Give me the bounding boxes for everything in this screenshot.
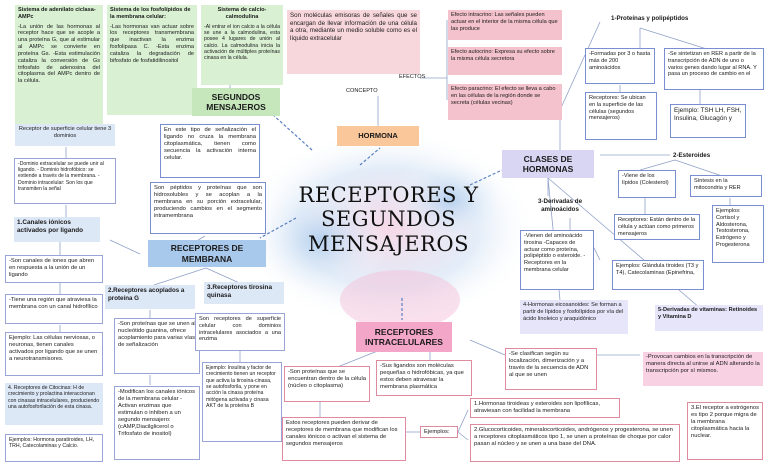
main-title: RECEPTORES Y SEGUNDOS MENSAJEROS bbox=[298, 183, 479, 256]
fosfolipidos-box: Sistema de los fosfolípidos de la membra… bbox=[107, 5, 197, 115]
efecto-intracrino: Efecto intracrino: Las señales pueden ac… bbox=[448, 10, 562, 40]
intra-clasificacion: -Se clasifican según su localización, di… bbox=[505, 348, 597, 390]
canales-ionicos-title: 1.Canales iónicos activados por ligando bbox=[14, 217, 100, 242]
citocinas: 4. Receptores de Citocinas: H de crecimi… bbox=[5, 383, 103, 425]
receptores-membrana-node: RECEPTORES DE MEMBRANA bbox=[148, 240, 266, 267]
proteinas-receptores: Receptores: Se ubican en la superficie d… bbox=[585, 92, 657, 140]
esteroides-lipidos: -Viene de los lípidos (Colesterol) bbox=[618, 170, 676, 198]
calcio-text: -Al entrar el ion calcio a la célula se … bbox=[204, 23, 280, 62]
aminoacidos-title: 3-Derivadas de aminoácidos bbox=[537, 198, 583, 213]
intra-derivacion: Estos receptores pueden derivar de recep… bbox=[282, 417, 406, 461]
adenilato-title: Sistema de adenilato ciclasa-AMPc bbox=[18, 7, 96, 20]
intra-ejemplo-2: 2.Glucocorticoides, mineralocorticoides,… bbox=[470, 424, 680, 462]
tirosina-def: Son receptores de superficie celular con… bbox=[195, 313, 285, 351]
proteinas-title: 1-Proteínas y polipéptidos bbox=[611, 15, 689, 22]
canales-ionicos-ejemplo: Ejemplo: Las células nerviosas, o neuron… bbox=[5, 332, 103, 376]
proteinas-ejemplo: Ejemplo: TSH LH, FSH, Insulina, Glucagón… bbox=[670, 104, 746, 138]
peptidos-hidrosolubles: Son péptidos y proteínas que son hidroso… bbox=[150, 182, 266, 234]
efectos-label: EFECTOS bbox=[399, 74, 426, 80]
efecto-autocrino: Efecto autocrino: Expresa su efecto sobr… bbox=[448, 47, 562, 75]
hormona-definition: Son moléculas emisoras de señales que se… bbox=[287, 10, 420, 74]
calcio-box: Sistema de calcio-calmodulina -Al entrar… bbox=[201, 5, 283, 85]
aminoacidos-texto: -Vienen del aminoácido tirosina -Capaces… bbox=[520, 230, 594, 290]
adenilato-text: -La unión de las hormonas al receptor ha… bbox=[18, 23, 100, 85]
intra-ejemplo-3: 3.El receptor a estrógenos es tipo 2 por… bbox=[687, 402, 763, 460]
vitaminas: 5-Derivadas de vitaminas: Retinoides y V… bbox=[655, 305, 763, 331]
esteroides-receptores: Receptores: Están dentro de la célula y … bbox=[614, 214, 700, 240]
dominios-detalle: -Dominio extracelular se puede unir al l… bbox=[14, 158, 116, 204]
canales-ionicos-def: -Son canales de iones que abren en respu… bbox=[5, 255, 103, 283]
clases-hormonas-node: CLASES DE HORMONAS bbox=[502, 150, 594, 178]
hormona-definition-text: Son moléculas emisoras de señales que se… bbox=[290, 12, 417, 42]
adenilato-box: Sistema de adenilato ciclasa-AMPc -La un… bbox=[15, 5, 103, 125]
receptor-superficie-dominios: Receptor de superficie celular tiene 3 d… bbox=[15, 124, 115, 146]
citocinas-ejemplos: Ejemplos: Hormona paratiroides, LH, TRH,… bbox=[5, 434, 103, 462]
acoplados-def: -Son proteínas que se unen al nucleótido… bbox=[114, 318, 200, 374]
efecto-paracrino: Efecto paracrino: El efecto se lleva a c… bbox=[448, 84, 562, 120]
acoplados-title: 2.Receptores acoplados a proteína G bbox=[105, 285, 195, 309]
intra-ejemplos-label: Ejemplos: bbox=[420, 426, 458, 438]
fosfolipidos-text: -Las hormonas van actuar sobre los recep… bbox=[110, 23, 194, 64]
intra-ubicacion: -Son proteínas que se encuentran dentro … bbox=[284, 366, 370, 402]
segundos-mensajeros-node: SEGUNDOS MENSAJEROS bbox=[192, 88, 280, 116]
intra-ligandos: -Sus ligandos son moléculas pequeñas o h… bbox=[376, 360, 472, 396]
aminoacidos-ejemplos: Ejemplos: Glándula tiroides (T3 y T4), C… bbox=[612, 260, 704, 290]
proteinas-aminoacidos: -Formadas por 3 o hasta más de 200 amino… bbox=[585, 48, 655, 84]
concepto-label: CONCEPTO bbox=[346, 88, 378, 94]
eicosanoides: 4-Hormonas eicosanoides: Se forman a par… bbox=[520, 300, 628, 334]
esteroides-title: 2-Esteroides bbox=[673, 152, 711, 159]
intra-ejemplo-1: 1.Hormonas tiroideas y esteroides son li… bbox=[470, 398, 620, 418]
calcio-title: Sistema de calcio-calmodulina bbox=[217, 7, 267, 20]
fosfolipidos-title: Sistema de los fosfolípidos de la membra… bbox=[110, 7, 191, 20]
esteroides-ejemplos: Ejemplos: Cortisol y Aldosterona, Testos… bbox=[712, 205, 764, 263]
hormona-node: HORMONA bbox=[337, 126, 419, 146]
acoplados-funciones: -Modifican los canales iónicos de la mem… bbox=[114, 386, 200, 460]
canales-ionicos-region: -Tiene una región que atraviesa la membr… bbox=[5, 294, 103, 324]
tirosina-title: 3.Receptores tirosina quinasa bbox=[204, 282, 284, 304]
tirosina-ejemplo: Ejemplo: Insulina y factor de crecimient… bbox=[202, 362, 282, 442]
senalizacion: En este tipo de señalización el ligando … bbox=[160, 124, 260, 178]
receptores-intracelulares-node: RECEPTORES INTRACELULARES bbox=[356, 322, 452, 352]
intra-transcripcion: -Provocan cambios en la transcripción de… bbox=[643, 352, 763, 386]
proteinas-sintesis: -Se sintetizan en RER a partir de la tra… bbox=[664, 48, 764, 90]
esteroides-sintesis: Síntesis en la mitocondria y RER bbox=[690, 175, 762, 197]
